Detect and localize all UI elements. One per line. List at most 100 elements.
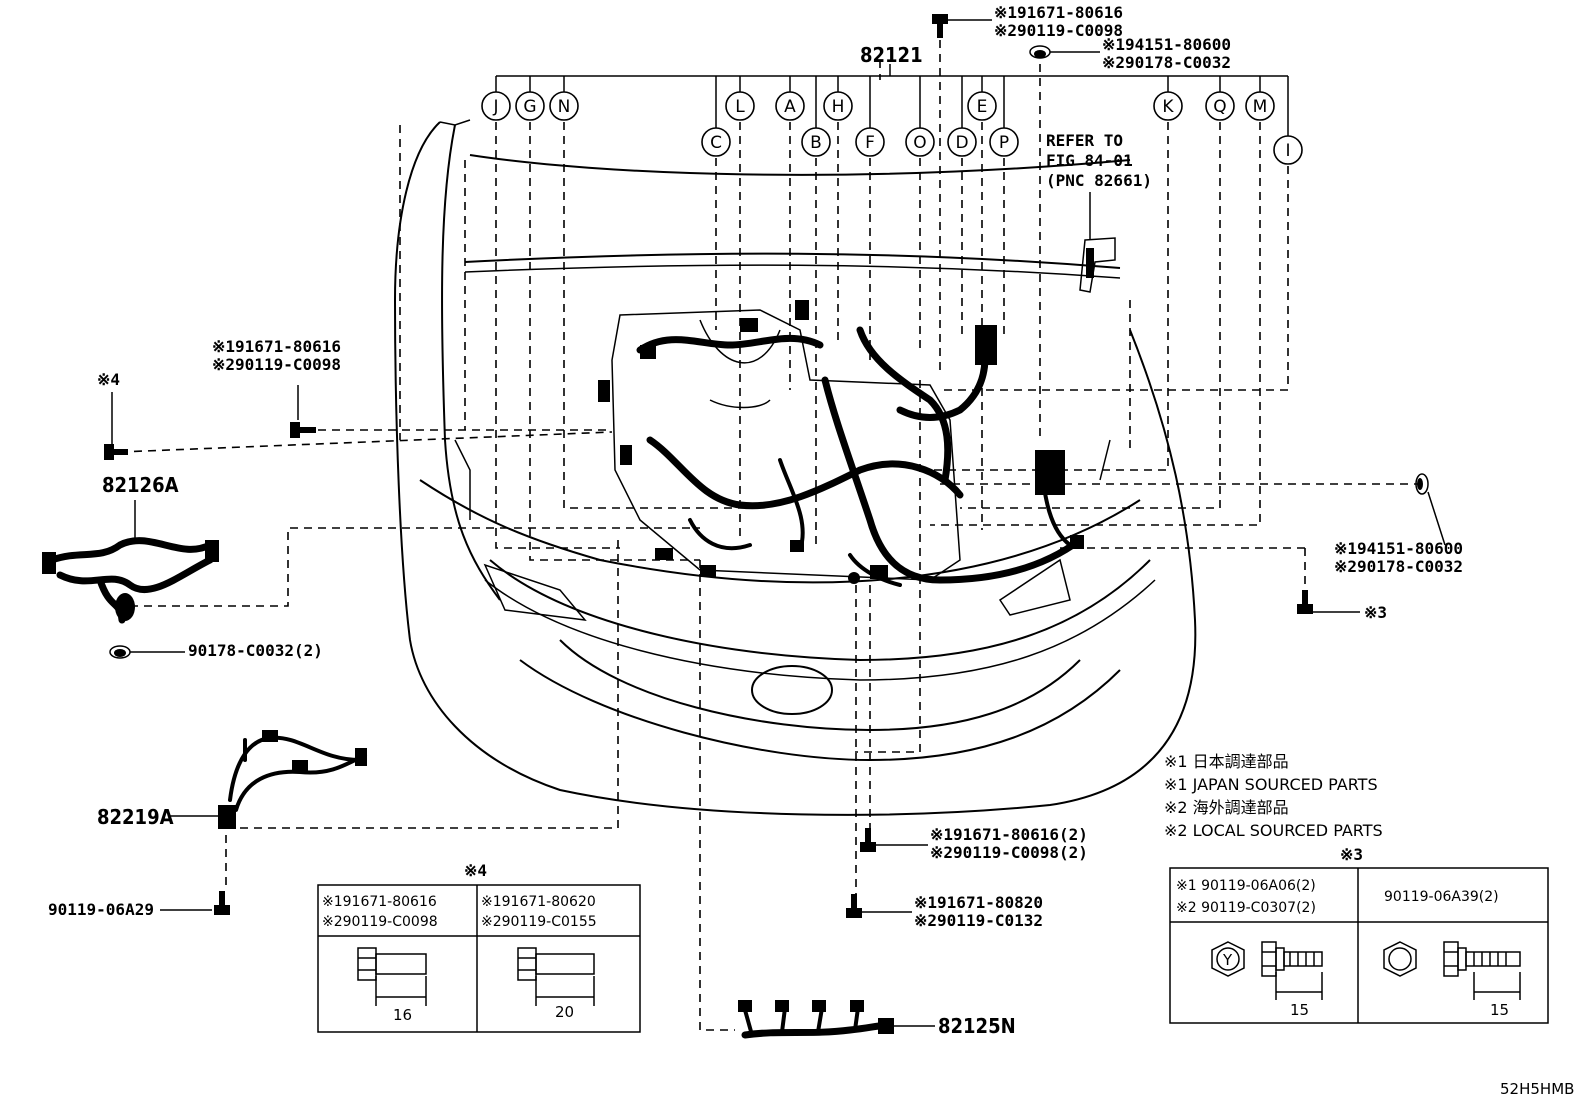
table4-title: ※4 xyxy=(464,861,487,880)
harness-82219A xyxy=(170,730,367,829)
figure-code: 52H5HMB xyxy=(1500,1080,1574,1098)
table3-col2-line1: 90119-06A39(2) xyxy=(1384,889,1499,905)
bolt-icon xyxy=(290,422,316,438)
bolt-06A29-label: 90119-06A29 xyxy=(48,900,154,919)
callout-letter: P xyxy=(999,133,1009,153)
bolt-table-4: ※4 ※191671-80616 ※290119-C0098 ※191671-8… xyxy=(317,861,641,1033)
harness-82126A xyxy=(42,500,219,624)
callout-circle xyxy=(775,91,805,121)
legend-line-1: ※1 日本調達部品 xyxy=(1164,752,1289,771)
callout-letter: J xyxy=(492,97,498,117)
callout-circle xyxy=(855,127,885,157)
mark-3-label: ※3 xyxy=(1364,603,1387,622)
callout-circle xyxy=(1153,91,1183,121)
bolt-icon xyxy=(214,891,230,915)
callout-circle xyxy=(967,91,997,121)
callout-letter: G xyxy=(523,97,536,117)
nut-icon xyxy=(1415,473,1429,495)
bolt-icon xyxy=(860,828,876,852)
top-nut-label-2: ※290178-C0032 xyxy=(1102,53,1231,72)
legend-line-2: ※1 JAPAN SOURCED PARTS xyxy=(1164,775,1378,794)
hex-head-y-icon xyxy=(1211,941,1245,977)
left-bolt-label-1: ※191671-80616 xyxy=(212,337,341,356)
nut-90178-label: 90178-C0032(2) xyxy=(188,641,323,660)
bolt-side-icon xyxy=(1261,941,1323,1000)
table3-col1-mark: Y xyxy=(1222,951,1233,969)
callout-letter: H xyxy=(832,97,845,117)
pnc-82219A-label: 82219A xyxy=(97,805,174,829)
mid-bolt2-label-1: ※191671-80820 xyxy=(914,893,1043,912)
callout-letter: A xyxy=(784,97,796,117)
refer-line2: FIG 84-01 xyxy=(1046,151,1133,170)
callout-letter: Q xyxy=(1213,97,1226,117)
bolt-side-icon xyxy=(1443,941,1521,1000)
table4-col1-dim: 16 xyxy=(393,1006,412,1024)
bolt-icon xyxy=(1297,590,1313,614)
callout-circle xyxy=(989,127,1019,157)
callout-letter: B xyxy=(810,133,822,153)
callout-letter: L xyxy=(735,97,745,117)
callout-letter: E xyxy=(977,97,988,117)
top-bolt-label-2: ※290119-C0098 xyxy=(994,21,1123,40)
bolt-side-icon xyxy=(357,947,427,1006)
pnc-82121-leaders xyxy=(496,64,1288,77)
bolt-icon xyxy=(846,894,862,918)
engine-wire-harness xyxy=(598,237,1116,587)
bolt-icon xyxy=(104,444,128,460)
top-bolt-label-1: ※191671-80616 xyxy=(994,3,1123,22)
table4-col1-line1: ※191671-80616 xyxy=(322,894,437,910)
callout-letter: D xyxy=(955,133,968,153)
callout-circle xyxy=(515,91,545,121)
callout-letter: F xyxy=(865,133,875,153)
nut-icon xyxy=(1029,45,1051,59)
callout-circle xyxy=(701,127,731,157)
table3-col1-dim: 15 xyxy=(1290,1001,1309,1019)
table3-col1-line2: ※2 90119-C0307(2) xyxy=(1176,900,1316,916)
bolt-table-3: ※3 ※1 90119-06A06(2) ※2 90119-C0307(2) 9… xyxy=(1169,845,1549,1024)
refer-line3: (PNC 82661) xyxy=(1046,171,1152,190)
right-nut-label-2: ※290178-C0032 xyxy=(1334,557,1463,576)
callout-circle xyxy=(725,91,755,121)
top-nut-label-1: ※194151-80600 xyxy=(1102,35,1231,54)
pnc-82125N-label: 82125N xyxy=(938,1014,1016,1038)
pnc-82126A-label: 82126A xyxy=(102,473,179,497)
table3-col1-line1: ※1 90119-06A06(2) xyxy=(1176,878,1316,894)
callout-circle xyxy=(947,127,977,157)
callout-circle xyxy=(1245,91,1275,121)
refer-line1: REFER TO xyxy=(1046,131,1123,150)
callout-letter: C xyxy=(710,133,722,153)
bolt-side-icon xyxy=(517,947,595,1006)
legend-line-3: ※2 海外調達部品 xyxy=(1164,798,1289,817)
vehicle-body-outline xyxy=(393,119,1197,816)
callout-letter: I xyxy=(1285,141,1290,161)
bolt-icon xyxy=(932,14,948,38)
left-bolt-label-2: ※290119-C0098 xyxy=(212,355,341,374)
nut-icon xyxy=(109,645,131,659)
mid-bolt1-label-2: ※290119-C0098(2) xyxy=(930,843,1088,862)
hex-head-icon xyxy=(1383,941,1417,977)
harness-82125N xyxy=(738,1000,935,1039)
table3-col2-dim: 15 xyxy=(1490,1001,1509,1019)
table4-col2-line2: ※290119-C0155 xyxy=(481,914,597,930)
callout-circle xyxy=(905,127,935,157)
table3-title: ※3 xyxy=(1340,845,1363,864)
callout-circle xyxy=(823,91,853,121)
callout-circle xyxy=(1273,135,1303,165)
callout-letter: O xyxy=(913,133,926,153)
callout-circle xyxy=(801,127,831,157)
callout-circle xyxy=(481,91,511,121)
table4-col1-line2: ※290119-C0098 xyxy=(322,914,438,930)
callout-letter: K xyxy=(1162,97,1174,117)
callout-circle xyxy=(1205,91,1235,121)
table4-col2-line1: ※191671-80620 xyxy=(481,894,596,910)
callout-circle xyxy=(549,91,579,121)
callout-letter: M xyxy=(1253,97,1268,117)
table4-col2-dim: 20 xyxy=(555,1003,574,1021)
right-nut-label-1: ※194151-80600 xyxy=(1334,539,1463,558)
mark-4-label: ※4 xyxy=(97,370,120,389)
mid-bolt2-label-2: ※290119-C0132 xyxy=(914,911,1043,930)
callout-dashed-leaders xyxy=(119,40,1422,1031)
callout-letter: N xyxy=(558,97,571,117)
